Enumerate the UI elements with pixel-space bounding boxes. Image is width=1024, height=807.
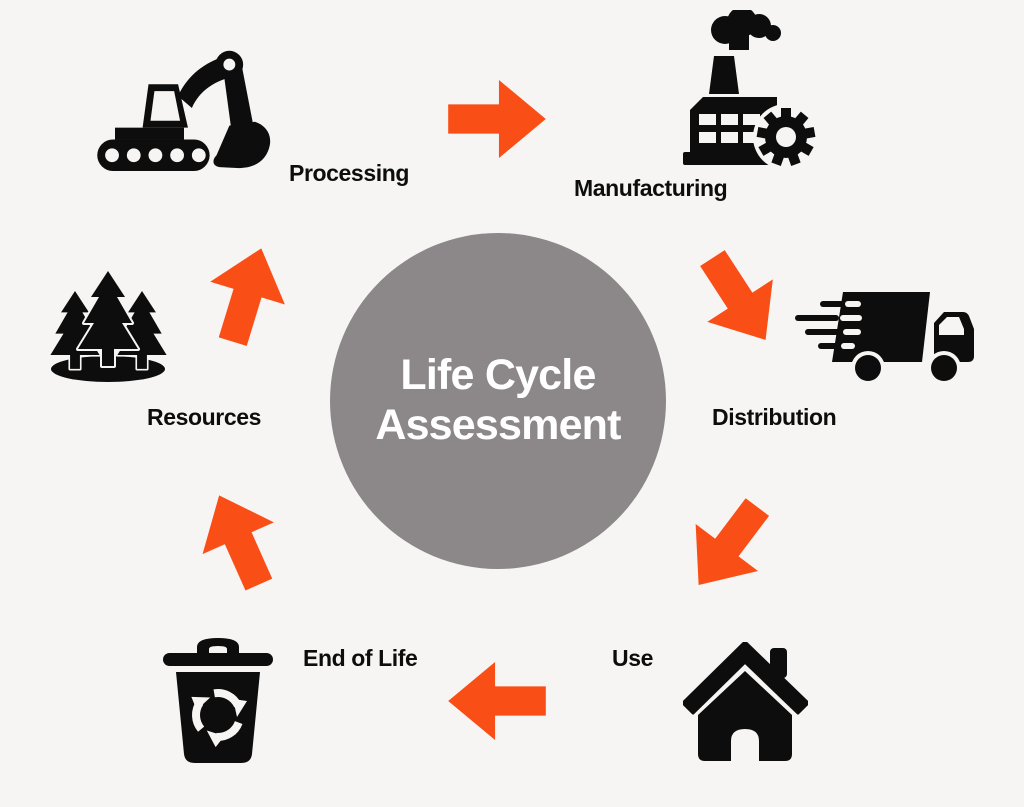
- trash-recycling-icon: [163, 638, 273, 763]
- stage-resources: [49, 267, 167, 389]
- stage-use: [683, 642, 808, 764]
- title-line-2: Assessment: [375, 401, 621, 449]
- stage-processing: [95, 35, 273, 173]
- stage-label-distribution: Distribution: [712, 404, 837, 430]
- stage-label-end-of-life: End of Life: [303, 645, 418, 671]
- delivery-truck-icon: [795, 292, 974, 385]
- stage-manufacturing: [673, 10, 823, 170]
- stage-label-resources: Resources: [147, 404, 262, 430]
- gear-icon: [756, 108, 816, 166]
- excavator-icon: [97, 50, 271, 172]
- arrow-manufacturing-to-distribution-icon: [678, 236, 800, 363]
- stage-label-manufacturing: Manufacturing: [574, 175, 728, 201]
- arrow-processing-to-manufacturing-icon: [448, 78, 546, 160]
- arrow-distribution-to-use-icon: [666, 482, 790, 610]
- arrow-use-to-end-of-life-icon: [448, 660, 546, 742]
- house-icon: [683, 642, 808, 761]
- stage-distribution: [793, 283, 998, 395]
- stage-label-processing: Processing: [289, 160, 409, 186]
- arrow-end-of-life-to-resources-icon: [182, 479, 297, 602]
- title-line-1: Life Cycle: [400, 351, 596, 400]
- arrow-resources-to-processing-icon: [193, 236, 300, 354]
- factory-icon: [683, 10, 819, 170]
- stage-label-use: Use: [612, 645, 653, 671]
- recycle-icon: [191, 688, 247, 748]
- center-circle: Life Cycle Assessment: [330, 233, 666, 569]
- stage-end-of-life: [163, 637, 273, 765]
- pine-trees-icon: [49, 269, 167, 382]
